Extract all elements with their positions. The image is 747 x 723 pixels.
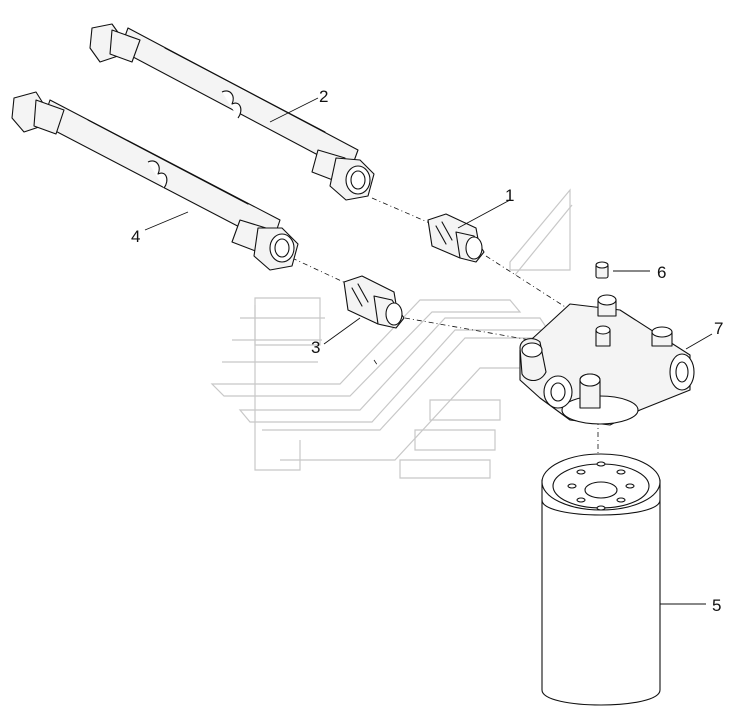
fitting-3 xyxy=(343,275,405,329)
callout-7: 7 xyxy=(714,319,723,338)
filter-head-7 xyxy=(519,294,695,426)
hose-assembly-4 xyxy=(11,91,299,271)
callout-6: 6 xyxy=(657,263,666,282)
callout-5: 5 xyxy=(712,596,721,615)
callout-3: 3 xyxy=(311,338,320,357)
hose-2-ferrule-left xyxy=(109,29,141,63)
filter-cartridge-5 xyxy=(541,453,661,706)
callout-1: 1 xyxy=(505,186,514,205)
hose-4-ferrule-left xyxy=(33,99,65,135)
leader-lines xyxy=(144,97,713,605)
fitting-1 xyxy=(427,213,485,263)
hose-assembly-2 xyxy=(89,23,375,201)
callout-2: 2 xyxy=(319,87,328,106)
callout-4: 4 xyxy=(131,227,140,246)
callout-labels: 1 2 3 4 5 6 7 xyxy=(131,87,723,615)
plug-6 xyxy=(595,261,609,279)
